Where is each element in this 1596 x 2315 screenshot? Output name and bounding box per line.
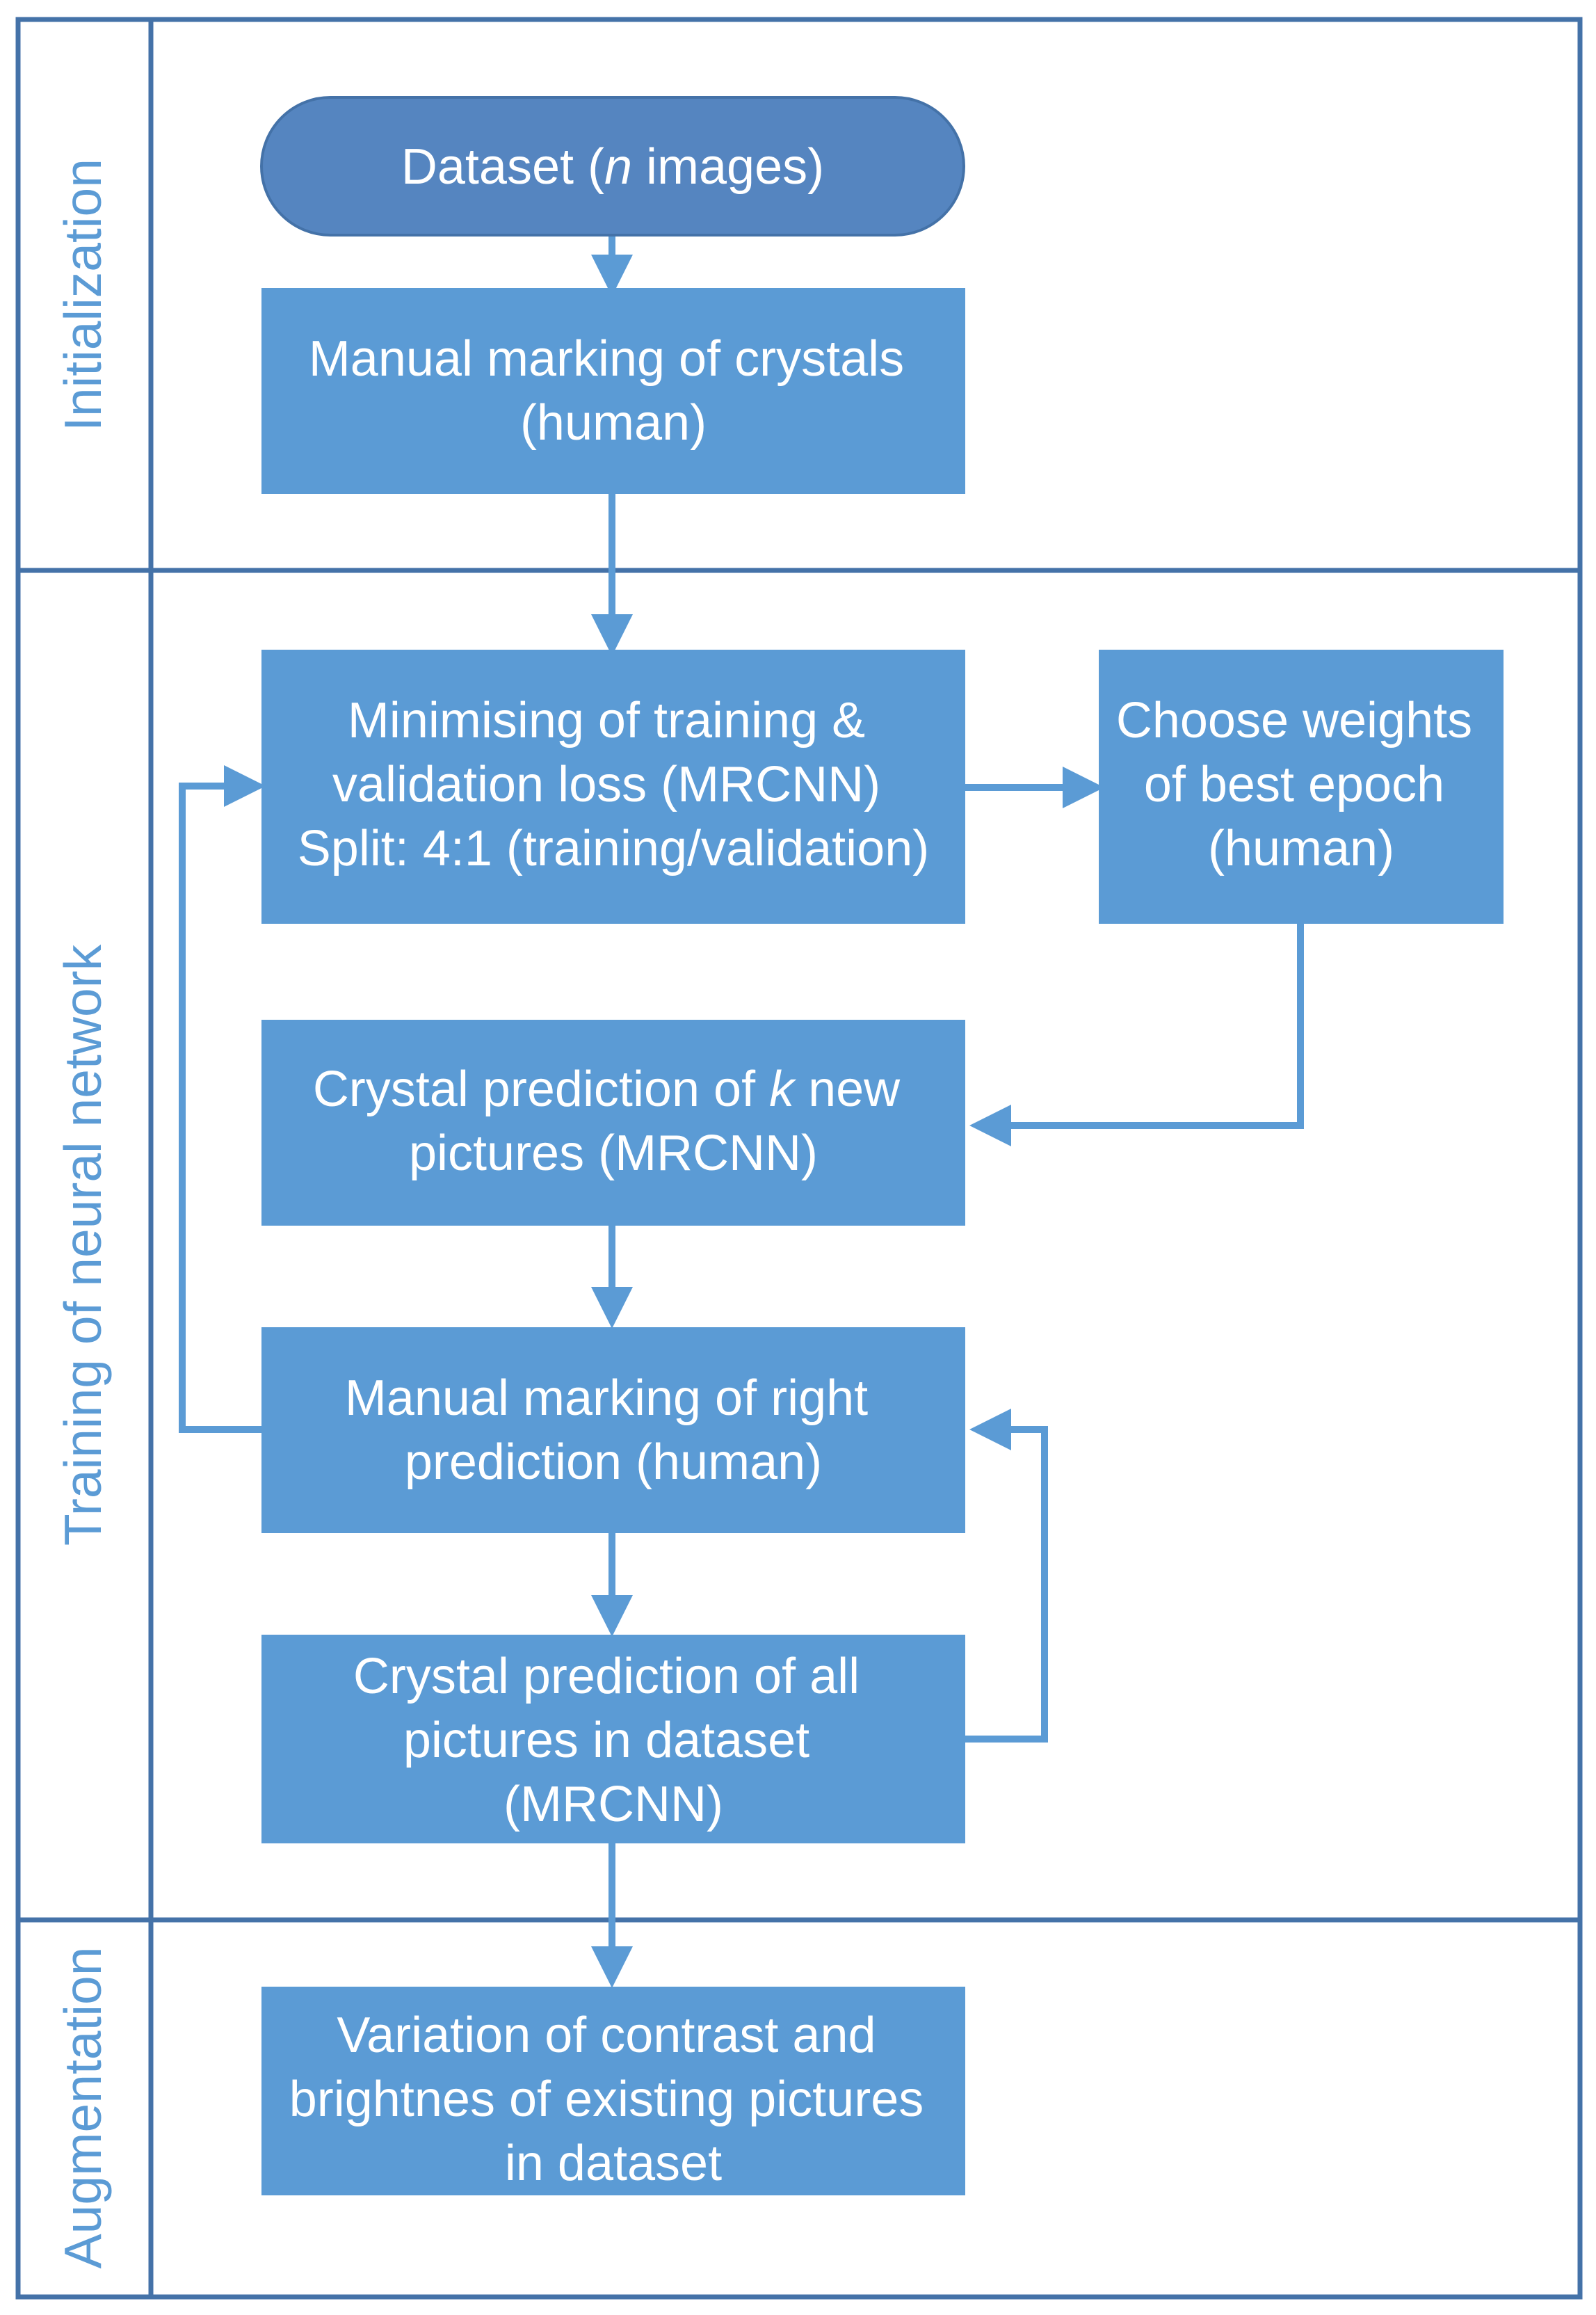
manual-right-shape xyxy=(261,1327,965,1533)
lane-title-training: Training of neural network xyxy=(54,944,112,1546)
variation-label: Variation of contrast and brightnes of e… xyxy=(289,2008,938,2191)
variation-shape xyxy=(261,1987,965,2195)
arrow-crystal-all-loop-back xyxy=(965,1409,1048,1743)
manual-right-label: Manual marking of right prediction (huma… xyxy=(345,1370,882,1490)
arrow-choose-to-crystal-k xyxy=(969,924,1304,1146)
crystal-prediction-k-shape xyxy=(261,1020,965,1226)
dataset-shape xyxy=(260,96,965,237)
lane-title-initialization: Initialization xyxy=(54,159,112,431)
crystal-prediction-k-label: Crystal prediction of k new pictures (MR… xyxy=(313,1062,914,1181)
minimising-shape xyxy=(261,650,965,924)
crystal-prediction-all-label: Crystal prediction of all pictures in da… xyxy=(353,1649,873,1832)
manual-marking-label: Manual marking of crystals (human) xyxy=(309,331,918,451)
outer-frame xyxy=(15,17,1583,2300)
minimising-label: Minimising of training & validation loss… xyxy=(298,693,929,876)
lane-title-augmentation: Augmentation xyxy=(54,1947,112,2269)
choose-weights-shape xyxy=(1099,650,1504,924)
connectors xyxy=(179,235,1304,1989)
crystal-prediction-all-shape xyxy=(261,1635,965,1843)
node-minimising: Minimising of training & validation loss… xyxy=(261,650,965,924)
swimlane-frame xyxy=(15,17,1583,2300)
arrow-manual-right-loop-back xyxy=(179,765,266,1433)
node-dataset: Dataset (n images) xyxy=(260,96,965,237)
node-crystal-prediction-all: Crystal prediction of all pictures in da… xyxy=(261,1635,965,1843)
node-variation: Variation of contrast and brightnes of e… xyxy=(261,1987,965,2195)
node-manual-right: Manual marking of right prediction (huma… xyxy=(261,1327,965,1533)
node-manual-marking: Manual marking of crystals (human) xyxy=(261,288,965,494)
choose-weights-label: Choose weights of best epoch (human) xyxy=(1116,693,1486,876)
node-choose-weights: Choose weights of best epoch (human) xyxy=(1099,650,1504,924)
node-crystal-prediction-k: Crystal prediction of k new pictures (MR… xyxy=(261,1020,965,1226)
manual-marking-shape xyxy=(261,288,965,494)
dataset-label: Dataset (n images) xyxy=(401,139,824,195)
